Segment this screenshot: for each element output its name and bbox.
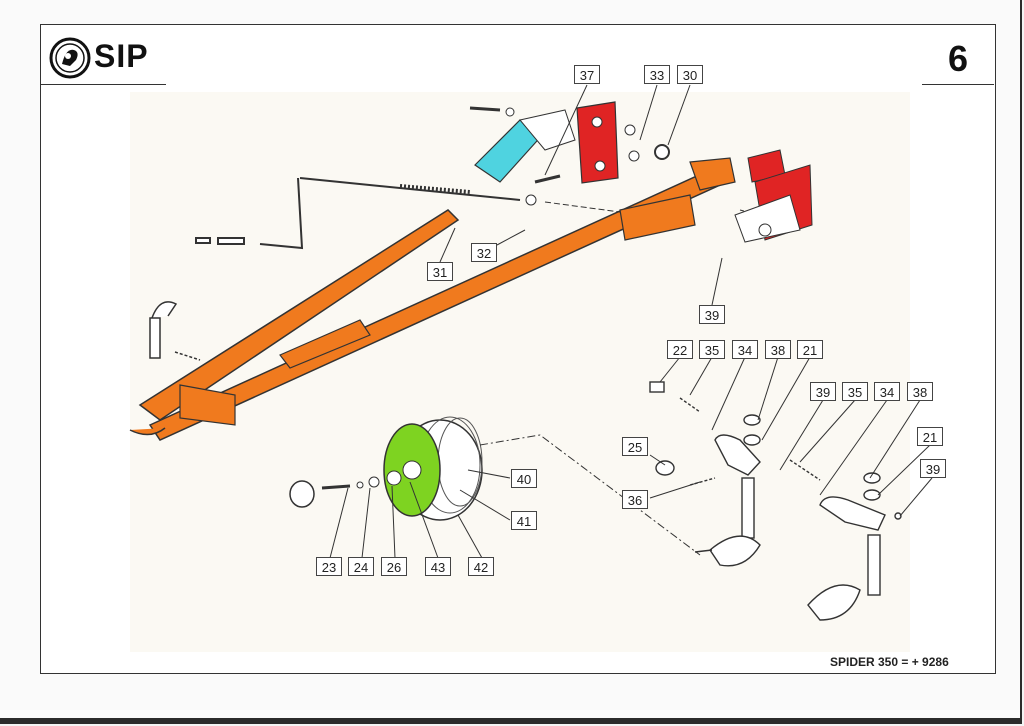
callout-40: 40 [511, 469, 537, 488]
callout-21: 21 [797, 340, 823, 359]
hitch-pin [149, 301, 201, 361]
callout-30: 30 [677, 65, 703, 84]
callout-42: 42 [468, 557, 494, 576]
frame-crossplate [279, 319, 371, 369]
frame-left-arm [138, 209, 460, 421]
callout-36: 36 [622, 490, 648, 509]
callout-34: 34 [732, 340, 758, 359]
sip-logo: SIP [48, 36, 168, 82]
brand-name: SIP [94, 38, 149, 74]
frame-clamp [619, 194, 696, 241]
callout-37: 37 [574, 65, 600, 84]
callout-41: 41 [511, 511, 537, 530]
caster-assembly-left [649, 381, 761, 567]
callout-34: 34 [874, 382, 900, 401]
callout-35: 35 [842, 382, 868, 401]
callout-39: 39 [810, 382, 836, 401]
callout-39: 39 [699, 305, 725, 324]
callout-35: 35 [699, 340, 725, 359]
frame-end-bracket [689, 157, 736, 191]
page-number-rule [922, 84, 994, 85]
header-rule [40, 84, 166, 85]
callout-26: 26 [381, 557, 407, 576]
pulley-wheel [289, 416, 701, 556]
red-plate [576, 101, 619, 184]
model-label: SPIDER 350 = + 9286 [830, 655, 949, 669]
hitch-bracket [179, 384, 236, 426]
callout-23: 23 [316, 557, 342, 576]
sip-emblem-icon [49, 37, 91, 79]
page-number: 6 [948, 38, 969, 79]
callout-38: 38 [765, 340, 791, 359]
callout-25: 25 [622, 437, 648, 456]
drawbar-frame [129, 157, 736, 441]
callout-43: 43 [425, 557, 451, 576]
callout-31: 31 [427, 262, 453, 281]
callout-39: 39 [920, 459, 946, 478]
leader-lines [329, 84, 933, 559]
callout-21: 21 [917, 427, 943, 446]
callout-33: 33 [644, 65, 670, 84]
callout-38: 38 [907, 382, 933, 401]
top-bracket-assembly [469, 101, 761, 216]
callout-24: 24 [348, 557, 374, 576]
crank-rod [195, 177, 521, 250]
caster-assembly-right [789, 459, 902, 621]
mount-bracket [734, 149, 813, 243]
callout-32: 32 [471, 243, 497, 262]
callout-22: 22 [667, 340, 693, 359]
